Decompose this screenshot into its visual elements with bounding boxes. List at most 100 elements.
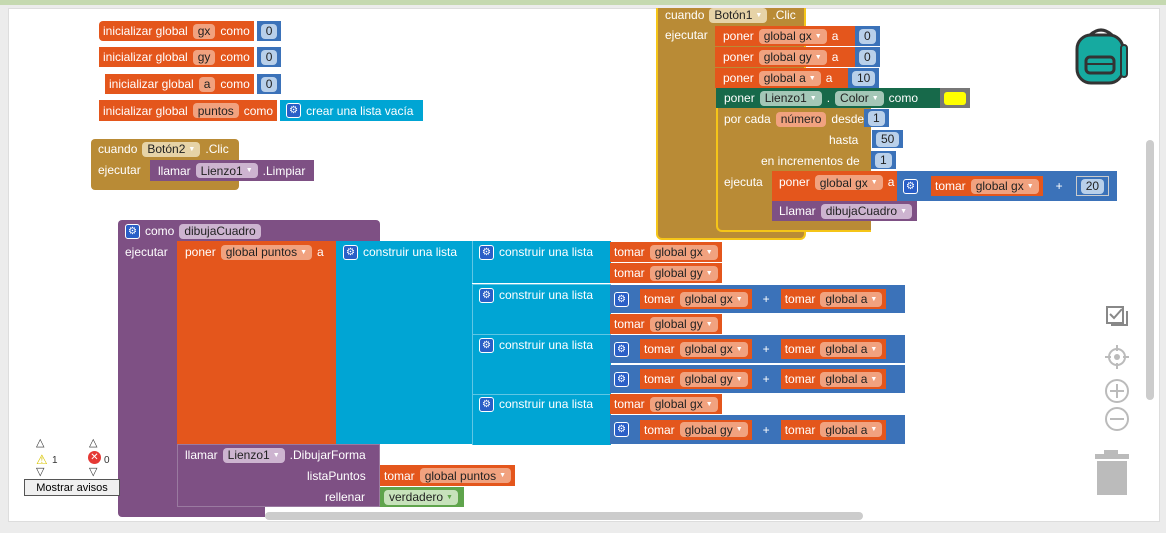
var-name[interactable]: gy xyxy=(192,49,216,65)
make-list-block[interactable] xyxy=(336,241,472,444)
zoom-out-icon[interactable] xyxy=(1104,406,1130,432)
recenter-icon[interactable] xyxy=(1104,344,1130,370)
var-dropdown[interactable]: global gx▼ xyxy=(649,396,718,412)
var-name[interactable]: gx xyxy=(192,23,216,39)
var-dropdown[interactable]: global gx▼ xyxy=(758,28,827,44)
var-dropdown[interactable]: global a▼ xyxy=(820,371,883,387)
gear-icon[interactable]: ⚙ xyxy=(479,337,494,353)
prev-error-arrow[interactable]: △ xyxy=(89,437,98,449)
procedure-name-field[interactable]: dibujaCuadro xyxy=(179,223,261,239)
gear-icon[interactable]: ⚙ xyxy=(479,244,494,260)
component-dropdown[interactable]: Botón2▼ xyxy=(142,141,201,157)
gear-icon[interactable]: ⚙ xyxy=(903,178,918,194)
var-dropdown[interactable]: global gx▼ xyxy=(970,178,1039,194)
var-dropdown[interactable]: global a▼ xyxy=(820,422,883,437)
zoom-in-icon[interactable] xyxy=(1104,378,1130,404)
component-dropdown[interactable]: Lienzo1▼ xyxy=(195,163,258,178)
label: .Clic xyxy=(772,8,796,22)
var-dropdown[interactable]: global gy▼ xyxy=(679,422,748,437)
gear-icon[interactable]: ⚙ xyxy=(614,371,629,387)
number-field[interactable]: 50 xyxy=(876,131,900,147)
set-puntos-block[interactable] xyxy=(177,241,336,444)
number-field[interactable]: 0 xyxy=(260,49,278,65)
component-dropdown[interactable]: Botón1▼ xyxy=(709,7,768,23)
checklist-icon[interactable] xyxy=(1105,305,1129,327)
var-dropdown[interactable]: global a▼ xyxy=(758,70,821,86)
var-name[interactable]: puntos xyxy=(192,103,239,118)
vertical-scrollbar[interactable] xyxy=(1146,140,1154,400)
backpack-icon[interactable] xyxy=(1072,27,1130,87)
number-field[interactable]: 1 xyxy=(868,110,885,126)
number-field[interactable]: 10 xyxy=(852,70,876,86)
gear-icon[interactable]: ⚙ xyxy=(286,103,302,118)
horizontal-scrollbar[interactable] xyxy=(265,512,863,520)
var-dropdown[interactable]: global puntos▼ xyxy=(419,468,512,483)
make-list-point-4[interactable] xyxy=(472,394,611,445)
gear-icon[interactable]: ⚙ xyxy=(614,291,629,307)
var-dropdown[interactable]: global gx▼ xyxy=(679,341,748,357)
boolean-true[interactable]: verdadero▼ xyxy=(380,487,464,507)
trash-icon[interactable] xyxy=(1094,448,1130,496)
var-dropdown[interactable]: global gx▼ xyxy=(814,175,883,190)
component-dropdown[interactable]: Lienzo1▼ xyxy=(759,90,822,106)
gear-icon[interactable]: ⚙ xyxy=(343,244,358,260)
number-field[interactable]: 0 xyxy=(859,49,876,65)
number-field[interactable]: 0 xyxy=(260,76,278,92)
procedure-dropdown[interactable]: dibujaCuadro▼ xyxy=(820,203,913,219)
gear-icon[interactable]: ⚙ xyxy=(614,341,629,357)
var-dropdown[interactable]: global gy▼ xyxy=(649,265,718,281)
boolean-dropdown[interactable]: verdadero▼ xyxy=(384,489,458,505)
loop-var[interactable]: número xyxy=(775,111,827,127)
gear-icon[interactable]: ⚙ xyxy=(479,396,494,412)
make-list-point-3[interactable] xyxy=(472,334,611,394)
property-dropdown[interactable]: Color▼ xyxy=(835,90,884,106)
var-name[interactable]: a xyxy=(198,76,216,92)
warning-icon: ⚠ xyxy=(36,452,48,467)
make-list-point-1[interactable] xyxy=(472,241,611,283)
next-error-arrow[interactable]: ▽ xyxy=(89,466,98,478)
var-dropdown[interactable]: global a▼ xyxy=(820,291,883,307)
component-dropdown[interactable]: Lienzo1▼ xyxy=(222,447,285,463)
show-warnings-button[interactable]: Mostrar avisos xyxy=(24,479,120,496)
gear-icon[interactable]: ⚙ xyxy=(614,422,629,437)
var-dropdown[interactable]: global puntos▼ xyxy=(220,244,313,260)
prev-warning-arrow[interactable]: △ xyxy=(36,437,45,449)
var-dropdown[interactable]: global gx▼ xyxy=(679,291,748,307)
var-dropdown[interactable]: global a▼ xyxy=(820,341,883,357)
gear-icon[interactable]: ⚙ xyxy=(479,287,494,303)
label: como xyxy=(220,50,250,64)
var-dropdown[interactable]: global gx▼ xyxy=(649,244,718,260)
make-list-point-2[interactable] xyxy=(472,284,611,334)
next-warning-arrow[interactable]: ▽ xyxy=(36,466,45,478)
number-field[interactable]: 1 xyxy=(875,152,892,168)
var-dropdown[interactable]: global gy▼ xyxy=(758,49,827,65)
number-field[interactable]: 0 xyxy=(260,23,278,39)
color-swatch[interactable] xyxy=(944,91,966,105)
var-dropdown[interactable]: global gy▼ xyxy=(679,371,748,387)
var-dropdown[interactable]: global gy▼ xyxy=(649,316,718,332)
number-field[interactable]: 20 xyxy=(1080,178,1105,194)
gear-icon[interactable]: ⚙ xyxy=(125,223,140,239)
number-field[interactable]: 0 xyxy=(859,28,876,44)
